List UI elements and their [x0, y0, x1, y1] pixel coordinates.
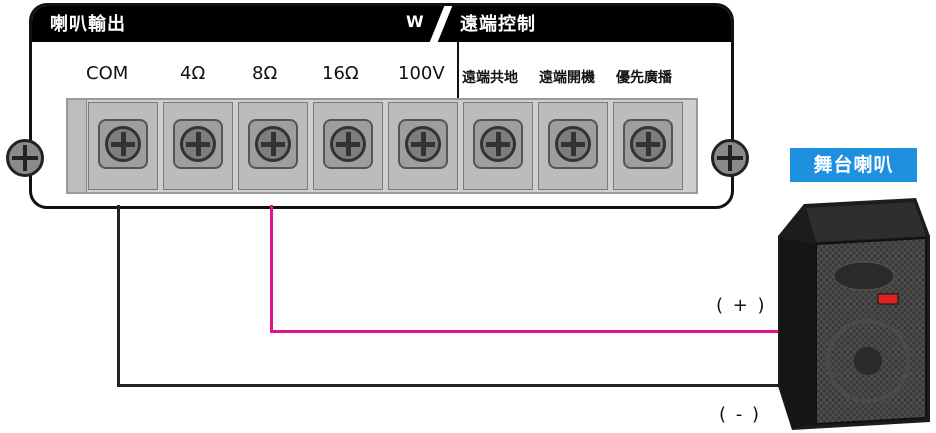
terminal-16ohm[interactable]: [313, 102, 383, 190]
header-slash: [429, 6, 453, 42]
screw-icon: [630, 126, 666, 162]
positive-wire-vertical: [270, 205, 273, 333]
terminal-label-remote-ground: 遠端共地: [462, 70, 518, 86]
stage-speaker-icon: [778, 198, 930, 430]
terminal-strip: [66, 98, 698, 194]
panel-header: 喇叭輸出 W 遠端控制: [32, 6, 731, 42]
terminal-label-4ohm: 4Ω: [180, 63, 206, 84]
mount-screw-left-icon: [6, 139, 44, 177]
mount-screw-right-icon: [711, 139, 749, 177]
terminal-label-com: COM: [86, 63, 129, 84]
screw-icon: [405, 126, 441, 162]
terminal-label-8ohm: 8Ω: [252, 63, 278, 84]
screw-icon: [555, 126, 591, 162]
terminal-100v[interactable]: [388, 102, 458, 190]
strip-end-left: [68, 100, 87, 192]
negative-polarity-label: ( - ): [719, 404, 761, 425]
section-divider: [457, 42, 459, 104]
screw-icon: [105, 126, 141, 162]
terminal-label-remote-power: 遠端開機: [539, 70, 595, 86]
remote-control-title: 遠端控制: [460, 14, 536, 35]
terminal-remote-power[interactable]: [538, 102, 608, 190]
terminal-4ohm[interactable]: [163, 102, 233, 190]
speaker-output-title: 喇叭輸出: [50, 14, 126, 35]
terminal-8ohm[interactable]: [238, 102, 308, 190]
signal-mark: W: [406, 12, 424, 31]
negative-wire-vertical: [117, 205, 120, 386]
negative-wire-horizontal: [117, 384, 780, 387]
speaker-output-panel: 喇叭輸出 W 遠端控制 COM 4Ω 8Ω 16Ω 100V 遠端共地 遠端開機…: [29, 3, 734, 209]
terminal-label-100v: 100V: [398, 63, 445, 84]
terminal-priority-broadcast[interactable]: [613, 102, 683, 190]
positive-polarity-label: ( + ): [716, 295, 767, 316]
terminal-label-16ohm: 16Ω: [322, 63, 359, 84]
screw-icon: [480, 126, 516, 162]
screw-icon: [180, 126, 216, 162]
stage-speaker-title: 舞台喇叭: [790, 148, 917, 182]
positive-wire-horizontal: [270, 330, 780, 333]
screw-icon: [255, 126, 291, 162]
terminal-remote-ground[interactable]: [463, 102, 533, 190]
terminal-label-priority-broadcast: 優先廣播: [616, 70, 672, 86]
terminal-com[interactable]: [88, 102, 158, 190]
screw-icon: [330, 126, 366, 162]
